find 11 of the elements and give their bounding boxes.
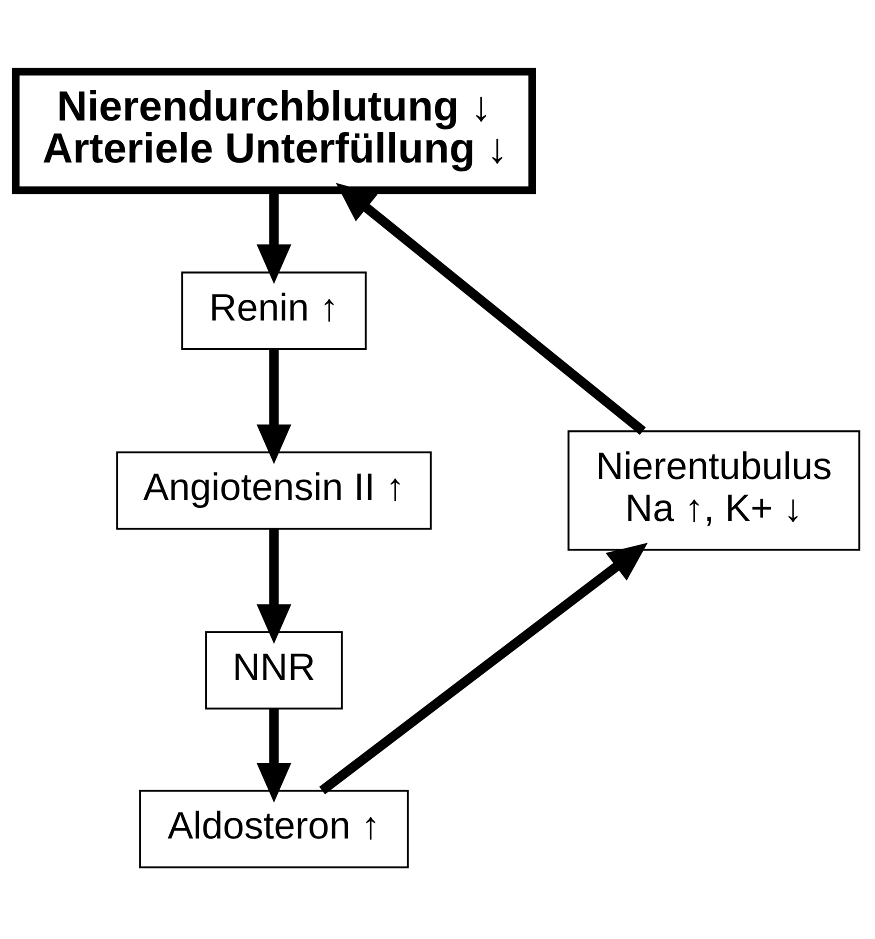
- arrow: [256, 349, 292, 464]
- node-box: Nierentubulus Na ↑, K+ ↓: [568, 430, 860, 551]
- arrow: [256, 708, 292, 803]
- node-box: Aldosteron ↑: [139, 790, 409, 868]
- node-box: Nierendurchblutung ↓ Arteriele Unterfüllung ↓: [12, 68, 536, 194]
- arrow: [319, 542, 648, 794]
- arrow: [336, 182, 646, 435]
- node-box: NNR: [205, 631, 343, 710]
- node-box: Angiotensin II ↑: [116, 451, 432, 530]
- arrow: [256, 528, 292, 644]
- node-box: Renin ↑: [181, 272, 367, 350]
